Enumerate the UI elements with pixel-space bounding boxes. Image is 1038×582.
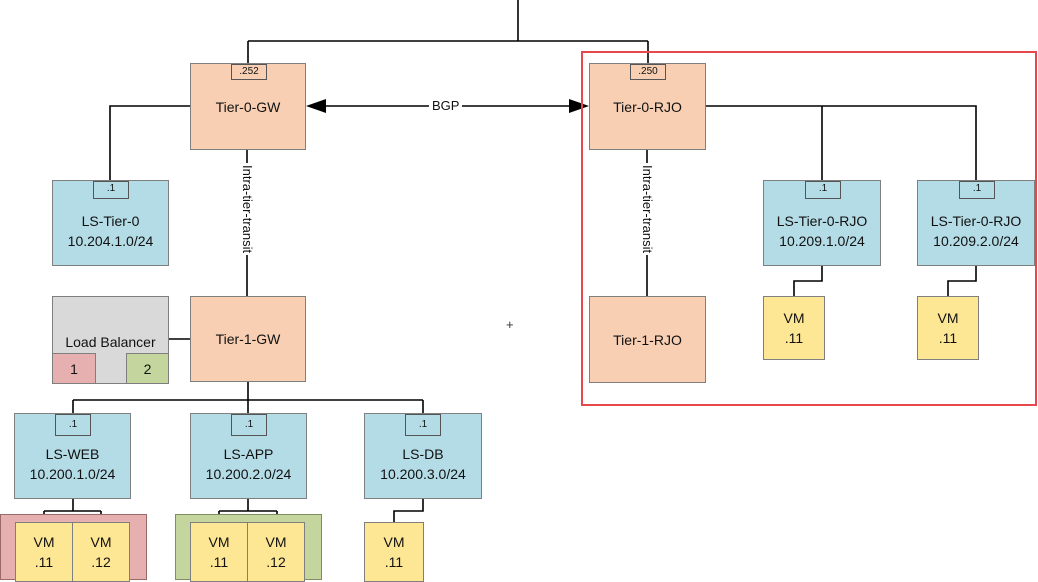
segment-name: LS-WEB [45,446,100,462]
router-ip-tag: .250 [630,64,666,80]
lb-pool-2: 2 [126,353,169,384]
segment-subnet: 10.200.2.0/24 [205,466,292,482]
ls-tier-0-segment: .1 LS-Tier-0 10.204.1.0/24 [52,180,169,266]
segment-name: LS-Tier-0-RJO [776,213,868,229]
segment-subnet: 10.200.1.0/24 [29,466,116,482]
vm-name: VM [783,310,805,326]
segment-subnet: 10.204.1.0/24 [67,233,154,249]
load-balancer-label: Load Balancer [65,334,156,350]
vm-ip: .11 [384,554,404,570]
gateway-ip-tag: .1 [55,414,91,436]
intra-tier-transit-label-right: Intra-tier-transit [640,163,655,256]
gateway-ip-tag: .1 [231,414,267,436]
segment-name: LS-APP [223,446,274,462]
lb-pool-label: 1 [70,360,78,377]
ls-web-segment: .1 LS-WEB 10.200.1.0/24 [14,413,131,499]
vm-name: VM [33,534,55,550]
segment-subnet: 10.209.2.0/24 [933,233,1019,249]
router-ip-tag: .252 [231,64,267,80]
lb-pool-label: 2 [143,360,152,377]
gateway-ip-tag: .1 [805,181,841,199]
bgp-label: BGP [429,98,463,113]
segment-subnet: 10.200.3.0/24 [380,466,466,482]
vm-ip: .11 [784,330,804,346]
ls-tier-0-rjo-segment-1: .1 LS-Tier-0-RJO 10.209.1.0/24 [763,180,881,266]
vm-ip: .12 [266,554,286,570]
tier-0-rjo-router: .250 Tier-0-RJO [589,63,706,150]
vm-web-1: VM .11 [15,522,73,582]
vm-app-2: VM .12 [247,522,305,582]
segment-name: LS-Tier-0-RJO [930,213,1022,229]
load-balancer: Load Balancer 1 2 [52,296,169,384]
vm-rjo-2: VM .11 [917,296,979,360]
router-name: Tier-0-GW [215,98,281,115]
segment-name: LS-DB [402,446,444,462]
vm-name: VM [90,534,112,550]
vm-name: VM [208,534,230,550]
tier-1-rjo-router: Tier-1-RJO [589,296,706,383]
lb-pool-1: 1 [52,353,96,384]
vm-db-1: VM .11 [364,522,424,582]
ls-db-segment: .1 LS-DB 10.200.3.0/24 [364,413,482,499]
rjo-highlight-frame [581,51,1037,406]
gateway-ip-tag: .1 [405,414,441,436]
tier-0-gw-router: .252 Tier-0-GW [190,63,306,150]
gateway-ip-tag: .1 [959,181,995,199]
crosshair-mark: + [506,317,514,332]
vm-web-2: VM .12 [72,522,130,582]
vm-name: VM [383,534,405,550]
router-name: Tier-0-RJO [613,98,682,115]
vm-ip: .11 [938,330,958,346]
vm-ip: .11 [34,554,54,570]
vm-ip: .11 [209,554,229,570]
vm-rjo-1: VM .11 [763,296,825,360]
segment-name: LS-Tier-0 [81,213,140,229]
tier-1-gw-router: Tier-1-GW [190,296,306,382]
router-name: Tier-1-GW [215,331,281,347]
ls-tier-0-rjo-segment-2: .1 LS-Tier-0-RJO 10.209.2.0/24 [917,180,1035,266]
intra-tier-transit-label-left: Intra-tier-transit [240,163,255,256]
vm-app-1: VM .11 [190,522,248,582]
router-name: Tier-1-RJO [613,331,682,348]
gateway-ip-tag: .1 [93,181,129,199]
vm-name: VM [937,310,959,326]
vm-name: VM [265,534,287,550]
ls-app-segment: .1 LS-APP 10.200.2.0/24 [190,413,307,499]
vm-ip: .12 [91,554,111,570]
segment-subnet: 10.209.1.0/24 [779,233,865,249]
